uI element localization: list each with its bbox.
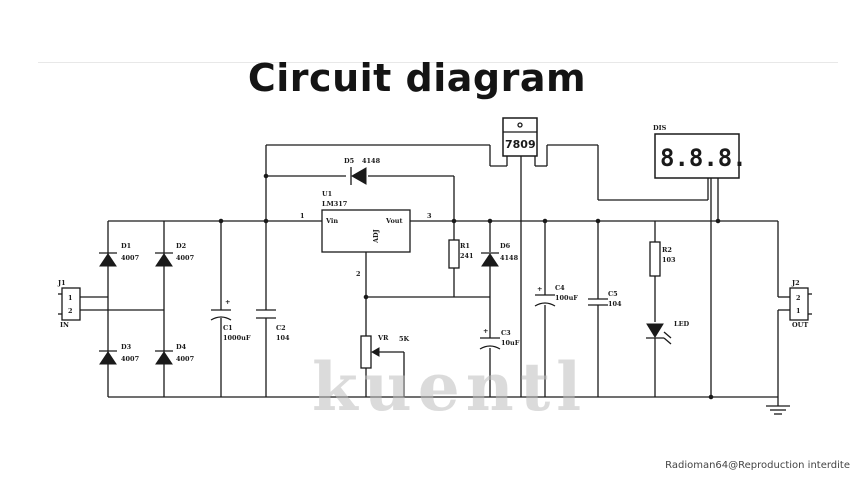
svg-text:C1: C1 [223,324,233,332]
svg-text:4007: 4007 [176,355,194,363]
resistor-r1: R1 241 [448,239,474,269]
resistor-r2: R2 103 [649,241,676,277]
svg-text:U1: U1 [322,190,332,198]
capacitor-c3: + C3 10uF [479,327,520,350]
svg-text:DIS: DIS [653,124,667,132]
svg-text:R2: R2 [662,246,672,254]
diode-d6: D6 4148 [481,242,519,267]
seven-segment-display: DIS 8.8.8. [653,124,747,179]
svg-text:D4: D4 [176,343,187,351]
svg-text:1: 1 [796,307,801,315]
svg-text:+: + [483,327,488,335]
svg-text:241: 241 [460,252,474,260]
svg-text:+: + [225,298,230,306]
svg-text:2: 2 [796,294,801,302]
svg-text:100uF: 100uF [555,294,578,302]
svg-text:C4: C4 [555,284,565,292]
svg-text:104: 104 [608,300,622,308]
svg-text:D5: D5 [344,157,355,165]
svg-text:ADJ: ADJ [372,229,380,244]
svg-text:D1: D1 [121,242,131,250]
led-indicator: LED [646,320,690,345]
svg-text:4007: 4007 [176,254,194,262]
svg-text:10uF: 10uF [501,339,520,347]
capacitor-c2: C2 104 [256,309,290,342]
svg-text:J2: J2 [791,279,800,287]
svg-text:D3: D3 [121,343,132,351]
diode-d4: D4 4007 [155,343,194,365]
header-divider [38,62,838,63]
svg-text:D2: D2 [176,242,186,250]
diode-d5: D5 4148 [344,157,381,185]
svg-text:+: + [537,285,542,293]
svg-text:OUT: OUT [792,321,808,329]
connector-j2: J2 2 1 OUT [789,279,812,329]
svg-text:4148: 4148 [500,254,519,262]
svg-text:Vin: Vin [325,217,338,225]
svg-text:Vout: Vout [385,217,403,225]
regulator-u1: U1 LM317 Vin Vout ADJ 1 3 2 [300,190,432,278]
svg-text:4007: 4007 [121,355,139,363]
diode-d1: D1 4007 [99,242,139,267]
svg-text:R1: R1 [460,242,470,250]
svg-text:4148: 4148 [362,157,381,165]
svg-text:C5: C5 [608,290,618,298]
j1-ref: J1 [57,279,66,287]
capacitor-c4: + C4 100uF [534,284,578,307]
reg-7809-label: 7809 [505,138,536,151]
svg-text:1: 1 [300,212,305,220]
regulator-7809: 7809 [502,117,538,172]
capacitor-c5: C5 104 [588,290,622,308]
j1-pin1: 1 [68,294,73,302]
j1-label: IN [60,321,69,329]
svg-text:D6: D6 [500,242,511,250]
j1-pin2: 2 [68,307,73,315]
svg-text:LED: LED [674,320,690,328]
svg-text:104: 104 [276,334,290,342]
connector-j1: J1 1 2 IN [57,279,81,329]
svg-text:3: 3 [427,212,432,220]
svg-text:C2: C2 [276,324,286,332]
display-digits: 8.8.8. [660,144,747,172]
svg-text:5K: 5K [399,335,410,343]
svg-text:1000uF: 1000uF [223,334,251,342]
svg-text:4007: 4007 [121,254,139,262]
svg-text:C3: C3 [501,329,511,337]
page-title: Circuit diagram [247,56,587,100]
junction-dots [218,173,721,400]
potentiometer-vr: VR 5K [360,334,410,369]
watermark: kuentl [312,348,588,426]
diode-d2: D2 4007 [155,242,194,267]
svg-text:LM317: LM317 [322,200,347,208]
svg-text:VR: VR [377,334,389,342]
svg-text:103: 103 [662,256,676,264]
diode-d3: D3 4007 [99,343,139,365]
capacitor-c1: + C1 1000uF [210,298,251,342]
credit-text: Radioman64@Reproduction interdite [665,460,850,471]
svg-text:2: 2 [356,270,361,278]
